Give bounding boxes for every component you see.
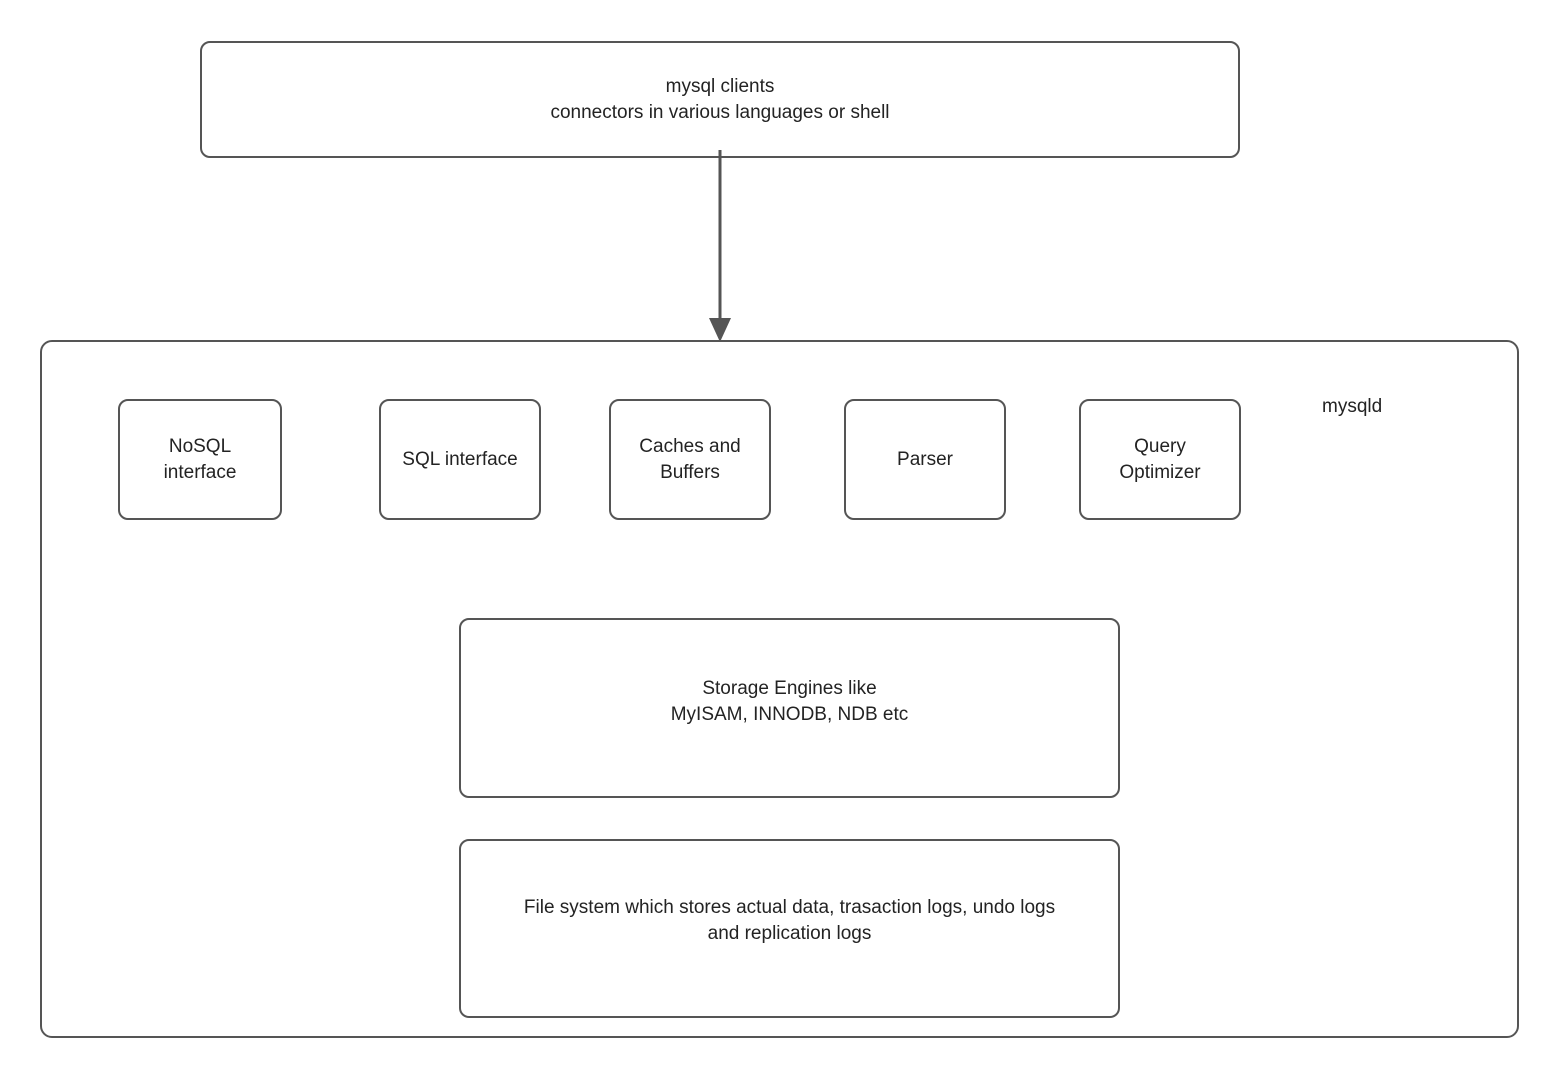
component-box-parser[interactable]: Parser bbox=[844, 399, 1006, 520]
component-label: Parser bbox=[897, 448, 953, 470]
storage-engines-box[interactable]: Storage Engines like MyISAM, INNODB, NDB… bbox=[459, 618, 1120, 798]
component-box-sql-interface[interactable]: SQL interface bbox=[379, 399, 541, 520]
storage-engines-label: Storage Engines like MyISAM, INNODB, NDB… bbox=[670, 678, 909, 725]
mysql-clients-label: mysql clients connectors in various lang… bbox=[550, 75, 890, 123]
component-label: NoSQL interface bbox=[163, 435, 237, 483]
component-label: Query Optimizer bbox=[1119, 435, 1201, 483]
component-box-nosql-interface[interactable]: NoSQL interface bbox=[118, 399, 282, 520]
component-box-caches-and-buffers[interactable]: Caches and Buffers bbox=[609, 399, 771, 520]
component-box-query-optimizer[interactable]: Query Optimizer bbox=[1079, 399, 1241, 520]
file-system-box[interactable]: File system which stores actual data, tr… bbox=[459, 839, 1120, 1018]
clients-to-mysqld-arrow bbox=[709, 150, 731, 342]
mysqld-label: mysqld bbox=[1322, 396, 1383, 417]
component-label: SQL interface bbox=[402, 448, 518, 470]
file-system-label: File system which stores actual data, tr… bbox=[523, 896, 1056, 944]
component-label: Caches and Buffers bbox=[639, 435, 741, 483]
mysql-clients-box[interactable]: mysql clients connectors in various lang… bbox=[200, 41, 1240, 158]
